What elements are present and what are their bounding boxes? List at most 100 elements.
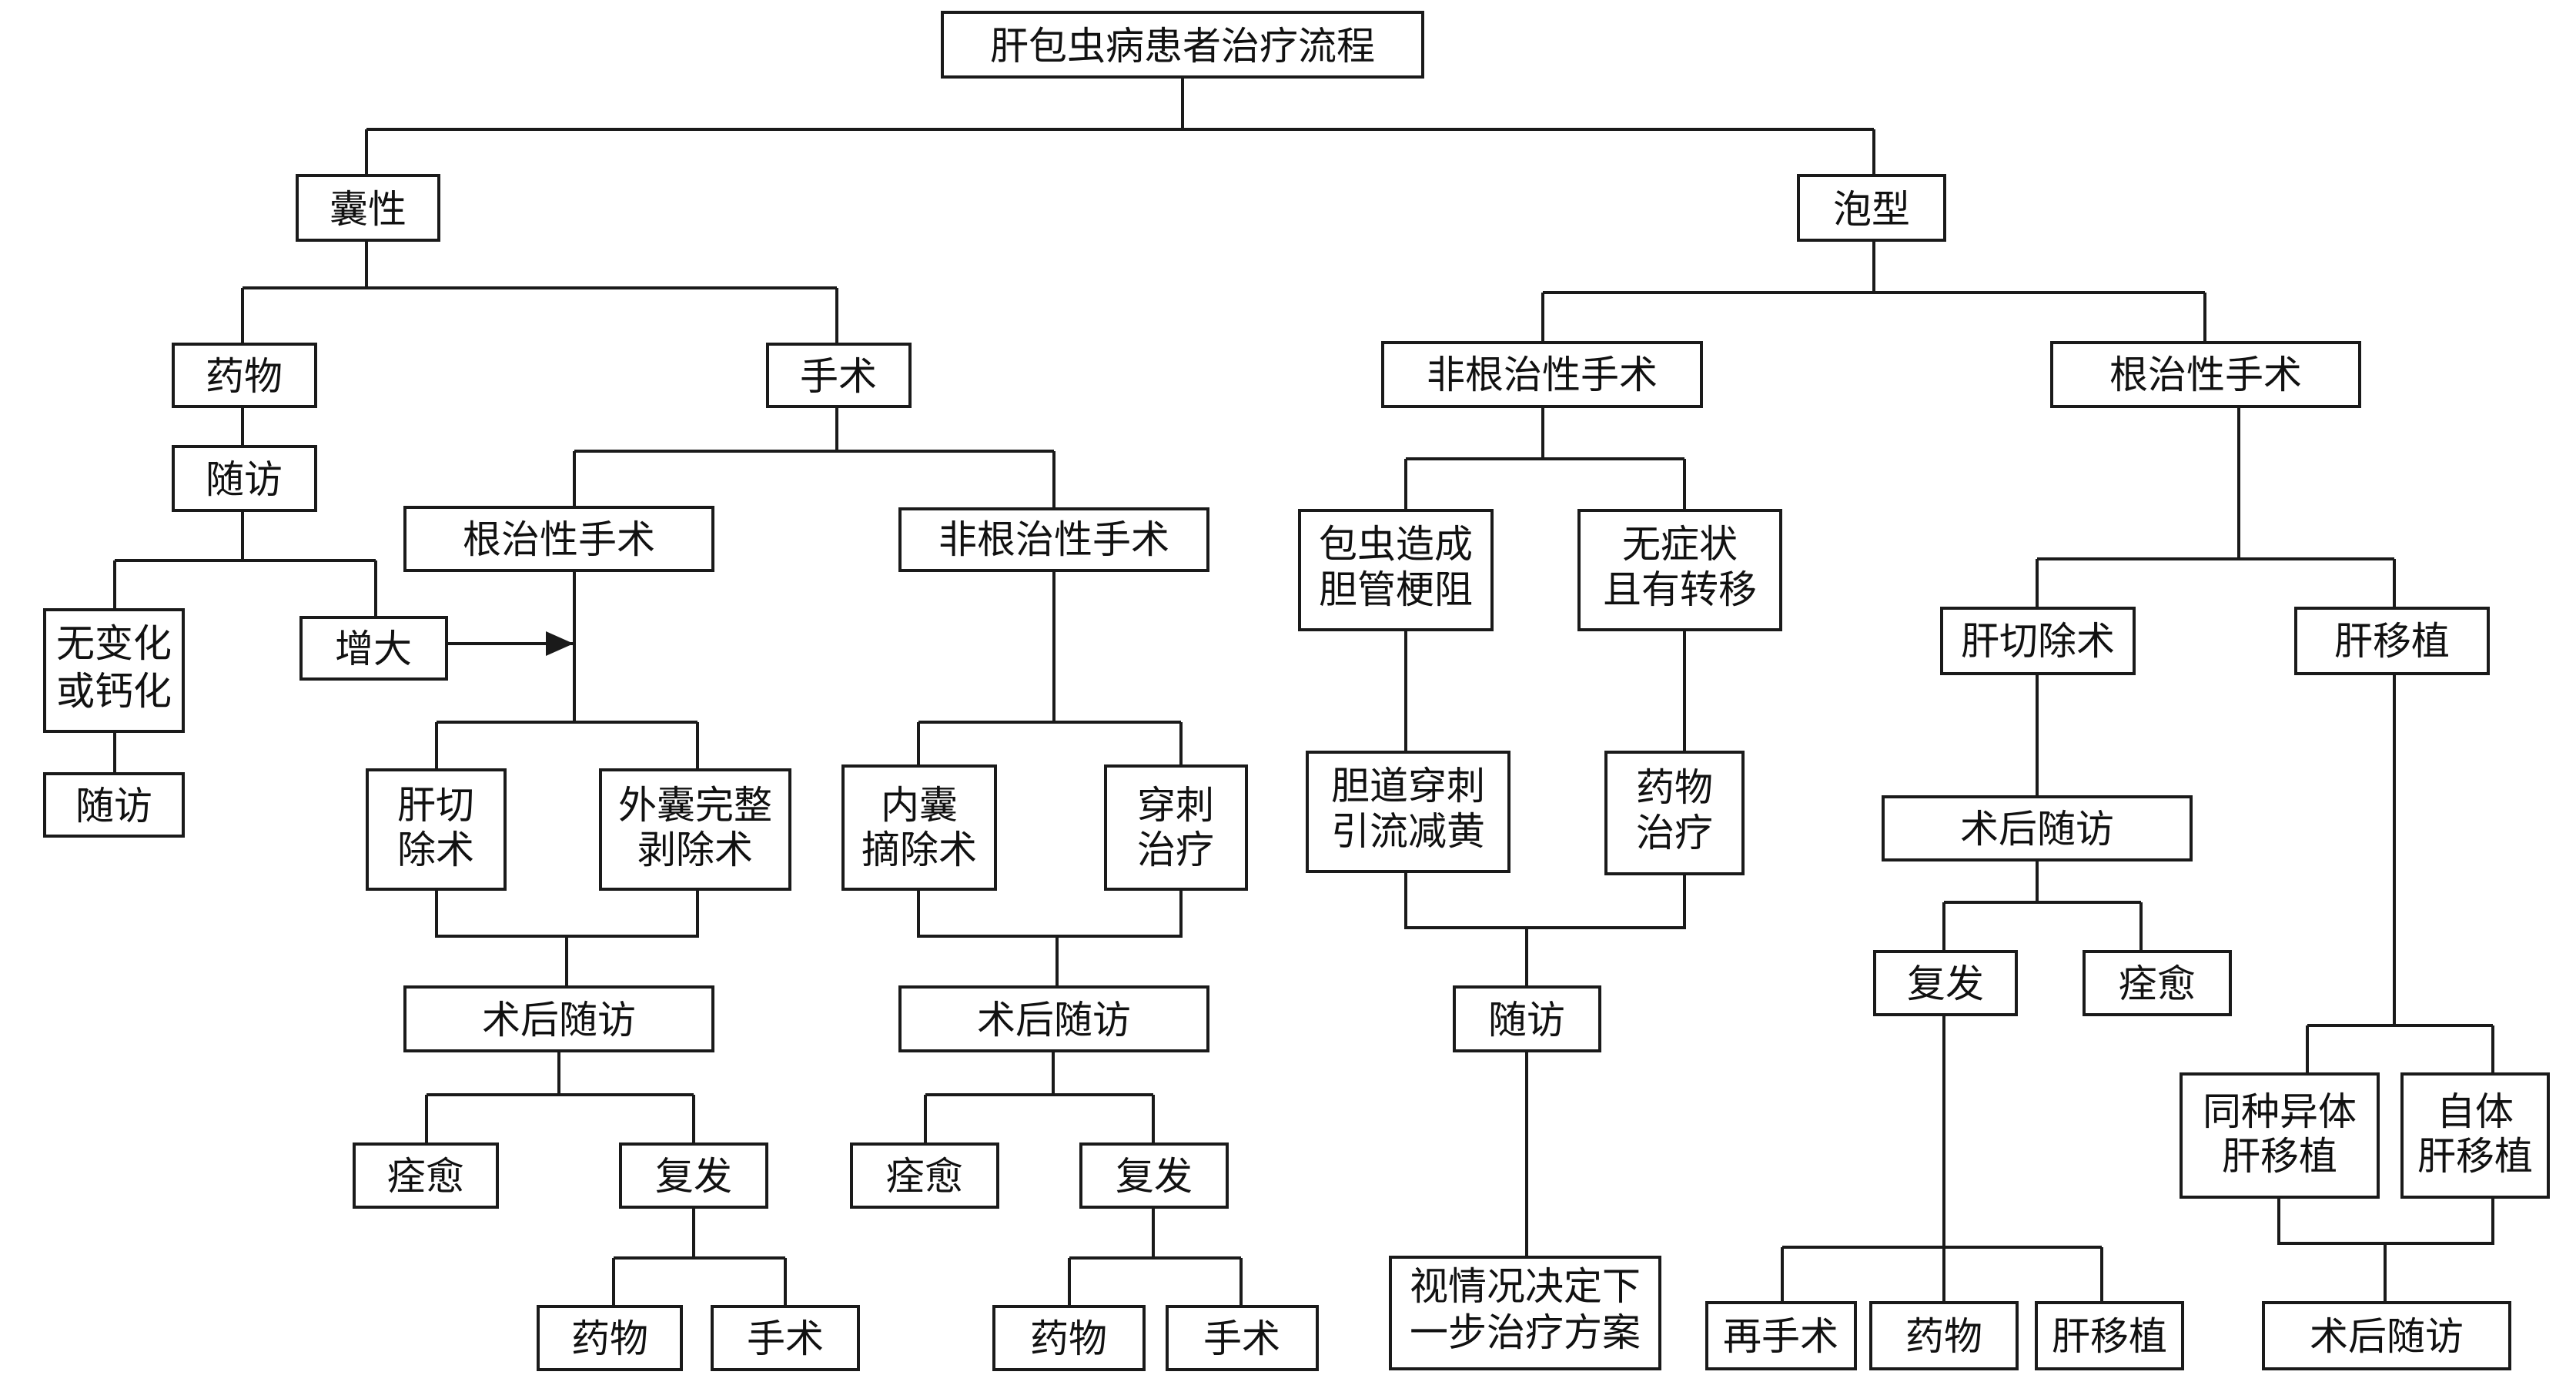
root-label: 肝包虫病患者治疗流程 (990, 24, 1375, 69)
a-resection-postop-box (1882, 795, 2193, 861)
connector-radical-merge (435, 889, 699, 987)
c-enlarge-label: 增大 (335, 627, 412, 671)
c-surgery-label: 手术 (800, 354, 877, 399)
a-allo-box (2180, 1072, 2380, 1199)
a-transplant-box (2294, 607, 2490, 675)
connector-radical-split (435, 570, 699, 770)
c-radical-relapse-box (619, 1142, 768, 1209)
c-puncture-box (1104, 764, 1248, 891)
c-radical-cure-box (353, 1142, 499, 1209)
c-surgery-box (766, 343, 912, 408)
c-pericystectomy-label-1: 外囊完整 (618, 783, 772, 828)
c-radical-cure-label: 痊愈 (387, 1154, 464, 1199)
c-radical-postop-box (403, 985, 714, 1052)
c-nonradical-box (898, 507, 1209, 572)
c-radical-box (403, 506, 714, 572)
c-pericystectomy-box (599, 768, 791, 891)
c-nochange-box (43, 608, 185, 733)
a-drug-therapy-box (1604, 751, 1745, 875)
c-nonradical-relapse-drug-box (992, 1305, 1146, 1371)
a-decide-label-2: 一步治疗方案 (1410, 1310, 1641, 1355)
root-box (941, 11, 1424, 79)
connector-a-radical-split (2036, 406, 2396, 608)
c-nonradical-relapse-box (1079, 1142, 1229, 1209)
a-relapse-box (1873, 950, 2018, 1016)
c-liver-resection-label-2: 除术 (397, 828, 474, 872)
a-nonradical-label: 非根治性手术 (1427, 353, 1658, 397)
a-cure-box (2083, 950, 2232, 1016)
connector-a-nonradical-split (1404, 406, 1686, 510)
a-relapse-transplant-label: 肝移植 (2052, 1314, 2167, 1359)
connector-nonradical-relapse-split (1068, 1207, 1243, 1306)
a-allo-label-2: 肝移植 (2222, 1134, 2337, 1179)
connector-a-transplant-merge (2277, 1197, 2494, 1303)
c-nonradical-relapse-label: 复发 (1116, 1154, 1193, 1199)
a-obstruction-box (1298, 509, 1494, 631)
a-drainage-label-1: 胆道穿刺 (1331, 764, 1485, 808)
connector-root-split (365, 77, 1875, 176)
c-followup1-label: 随访 (206, 457, 283, 502)
a-relapse-drug-label: 药物 (1905, 1314, 1982, 1359)
a-drug-therapy-label-2: 治疗 (1636, 811, 1713, 855)
flow-labels: 肝包虫病患者治疗流程 囊性 泡型 药物 随访 无变化 或钙化 随访 增大 手术 … (56, 24, 2533, 1361)
cystic-label: 囊性 (330, 187, 406, 232)
connector-lines (113, 77, 2494, 1306)
connector-a-postop-split (1942, 860, 2143, 952)
alveolar-label: 泡型 (1833, 187, 1910, 232)
a-resurgery-label: 再手术 (1723, 1314, 1838, 1359)
connector-alveolar-split (1541, 240, 2206, 343)
a-relapse-drug-box (1869, 1301, 2019, 1370)
connector-nonradical-merge (917, 889, 1183, 987)
a-radical-label: 根治性手术 (2109, 353, 2302, 397)
c-radical-relapse-drug-box (537, 1305, 683, 1371)
a-transplant-label: 肝移植 (2334, 619, 2450, 664)
a-drainage-label-2: 引流减黄 (1331, 809, 1485, 854)
a-obstruction-label-2: 胆管梗阻 (1319, 567, 1473, 612)
a-asymptomatic-label-2: 且有转移 (1603, 567, 1757, 612)
connector-nonradical-split (917, 570, 1183, 766)
c-nonradical-relapse-drug-label: 药物 (1030, 1316, 1107, 1361)
a-allo-label-1: 同种异体 (2203, 1089, 2357, 1134)
c-liver-resection-label-1: 肝切 (397, 783, 474, 828)
a-drug-therapy-label-1: 药物 (1636, 765, 1713, 810)
a-cure-label: 痊愈 (2119, 962, 2196, 1006)
a-asymptomatic-box (1577, 509, 1782, 631)
a-resurgery-box (1705, 1301, 1857, 1370)
c-radical-label: 根治性手术 (463, 517, 655, 562)
connector-a-merge (1404, 872, 1686, 987)
a-followup-label: 随访 (1488, 998, 1565, 1042)
c-radical-relapse-drug-label: 药物 (571, 1316, 648, 1361)
c-liver-resection-box (366, 768, 507, 891)
c-radical-relapse-label: 复发 (655, 1154, 732, 1199)
alveolar-box (1797, 174, 1946, 242)
connector-a-relapse-split (1781, 1015, 2103, 1303)
c-radical-relapse-surgery-label: 手术 (747, 1316, 824, 1361)
c-radical-postop-label: 术后随访 (482, 998, 636, 1042)
a-radical-box (2050, 341, 2361, 408)
a-nonradical-box (1381, 341, 1703, 408)
a-resection-postop-label: 术后随访 (1960, 807, 2114, 851)
a-drainage-box (1306, 751, 1510, 873)
c-endocystectomy-label-2: 摘除术 (861, 828, 977, 872)
c-drug-label: 药物 (206, 354, 283, 399)
a-resection-box (1940, 607, 2136, 675)
c-puncture-label-1: 穿刺 (1137, 783, 1214, 828)
c-pericystectomy-label-2: 剥除术 (637, 828, 753, 872)
a-followup-box (1453, 985, 1601, 1052)
c-followup1-box (172, 445, 317, 512)
a-resection-label: 肝切除术 (1961, 619, 2115, 664)
connector-surgery-split (573, 406, 1055, 509)
a-decide-label-1: 视情况决定下 (1410, 1264, 1641, 1309)
a-relapse-transplant-box (2035, 1301, 2184, 1370)
a-relapse-label: 复发 (1907, 962, 1984, 1006)
c-nochange-label-1: 无变化 (56, 621, 172, 666)
c-nonradical-relapse-surgery-box (1166, 1305, 1319, 1371)
connector-nonradical-postop-split (924, 1051, 1155, 1144)
c-followup2-box (43, 772, 185, 838)
a-obstruction-label-1: 包虫造成 (1319, 522, 1473, 567)
c-nonradical-label: 非根治性手术 (938, 517, 1169, 562)
c-nonradical-relapse-surgery-label: 手术 (1203, 1316, 1280, 1361)
c-puncture-label-2: 治疗 (1137, 828, 1214, 872)
c-radical-relapse-surgery-box (711, 1305, 860, 1371)
